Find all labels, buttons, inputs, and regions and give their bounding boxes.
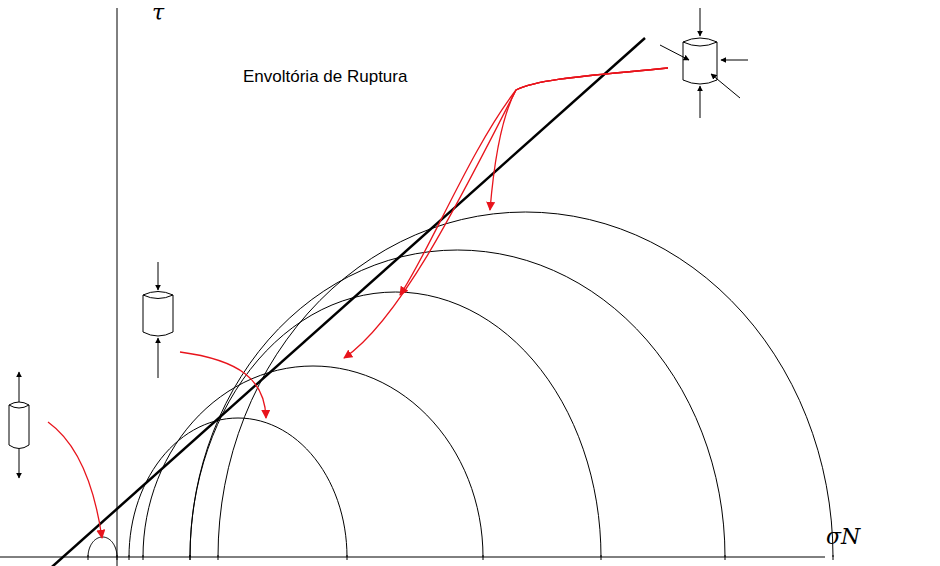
- axis-tick: [129, 555, 130, 560]
- axis-tick: [601, 555, 602, 560]
- pointer-arrow: [180, 352, 266, 418]
- axis-tick: [833, 555, 834, 560]
- axis-tick: [347, 555, 348, 560]
- mohr-circle: [88, 537, 117, 557]
- axis-label: τ: [152, 2, 164, 24]
- triaxial-specimen: [660, 8, 748, 118]
- mohr-circles: [88, 212, 833, 560]
- axis-tick: [117, 555, 118, 560]
- pointer-arrows: [344, 68, 668, 358]
- envelope-label: Envoltória de Ruptura: [243, 68, 407, 85]
- mohr-circle: [190, 250, 725, 557]
- axis-tick: [725, 555, 726, 560]
- tension-specimen: [9, 372, 29, 478]
- axis-tick: [190, 555, 191, 560]
- axis-tick: [483, 555, 484, 560]
- axis-tick: [143, 555, 144, 560]
- mohr-circle: [143, 366, 483, 557]
- tau-axis: [117, 8, 118, 566]
- mohr-circle: [190, 292, 601, 557]
- failure-envelope: [35, 38, 645, 566]
- axis-tick: [218, 555, 219, 560]
- sigma-axis: [0, 557, 825, 558]
- axis-tick: [88, 555, 89, 560]
- compression-specimen: [143, 262, 173, 378]
- axis-tick: [190, 555, 191, 560]
- axis-label: σN: [826, 526, 860, 548]
- pointer-arrow: [48, 422, 102, 538]
- mohr-circle: [218, 212, 833, 557]
- mohr-circle: [129, 418, 347, 557]
